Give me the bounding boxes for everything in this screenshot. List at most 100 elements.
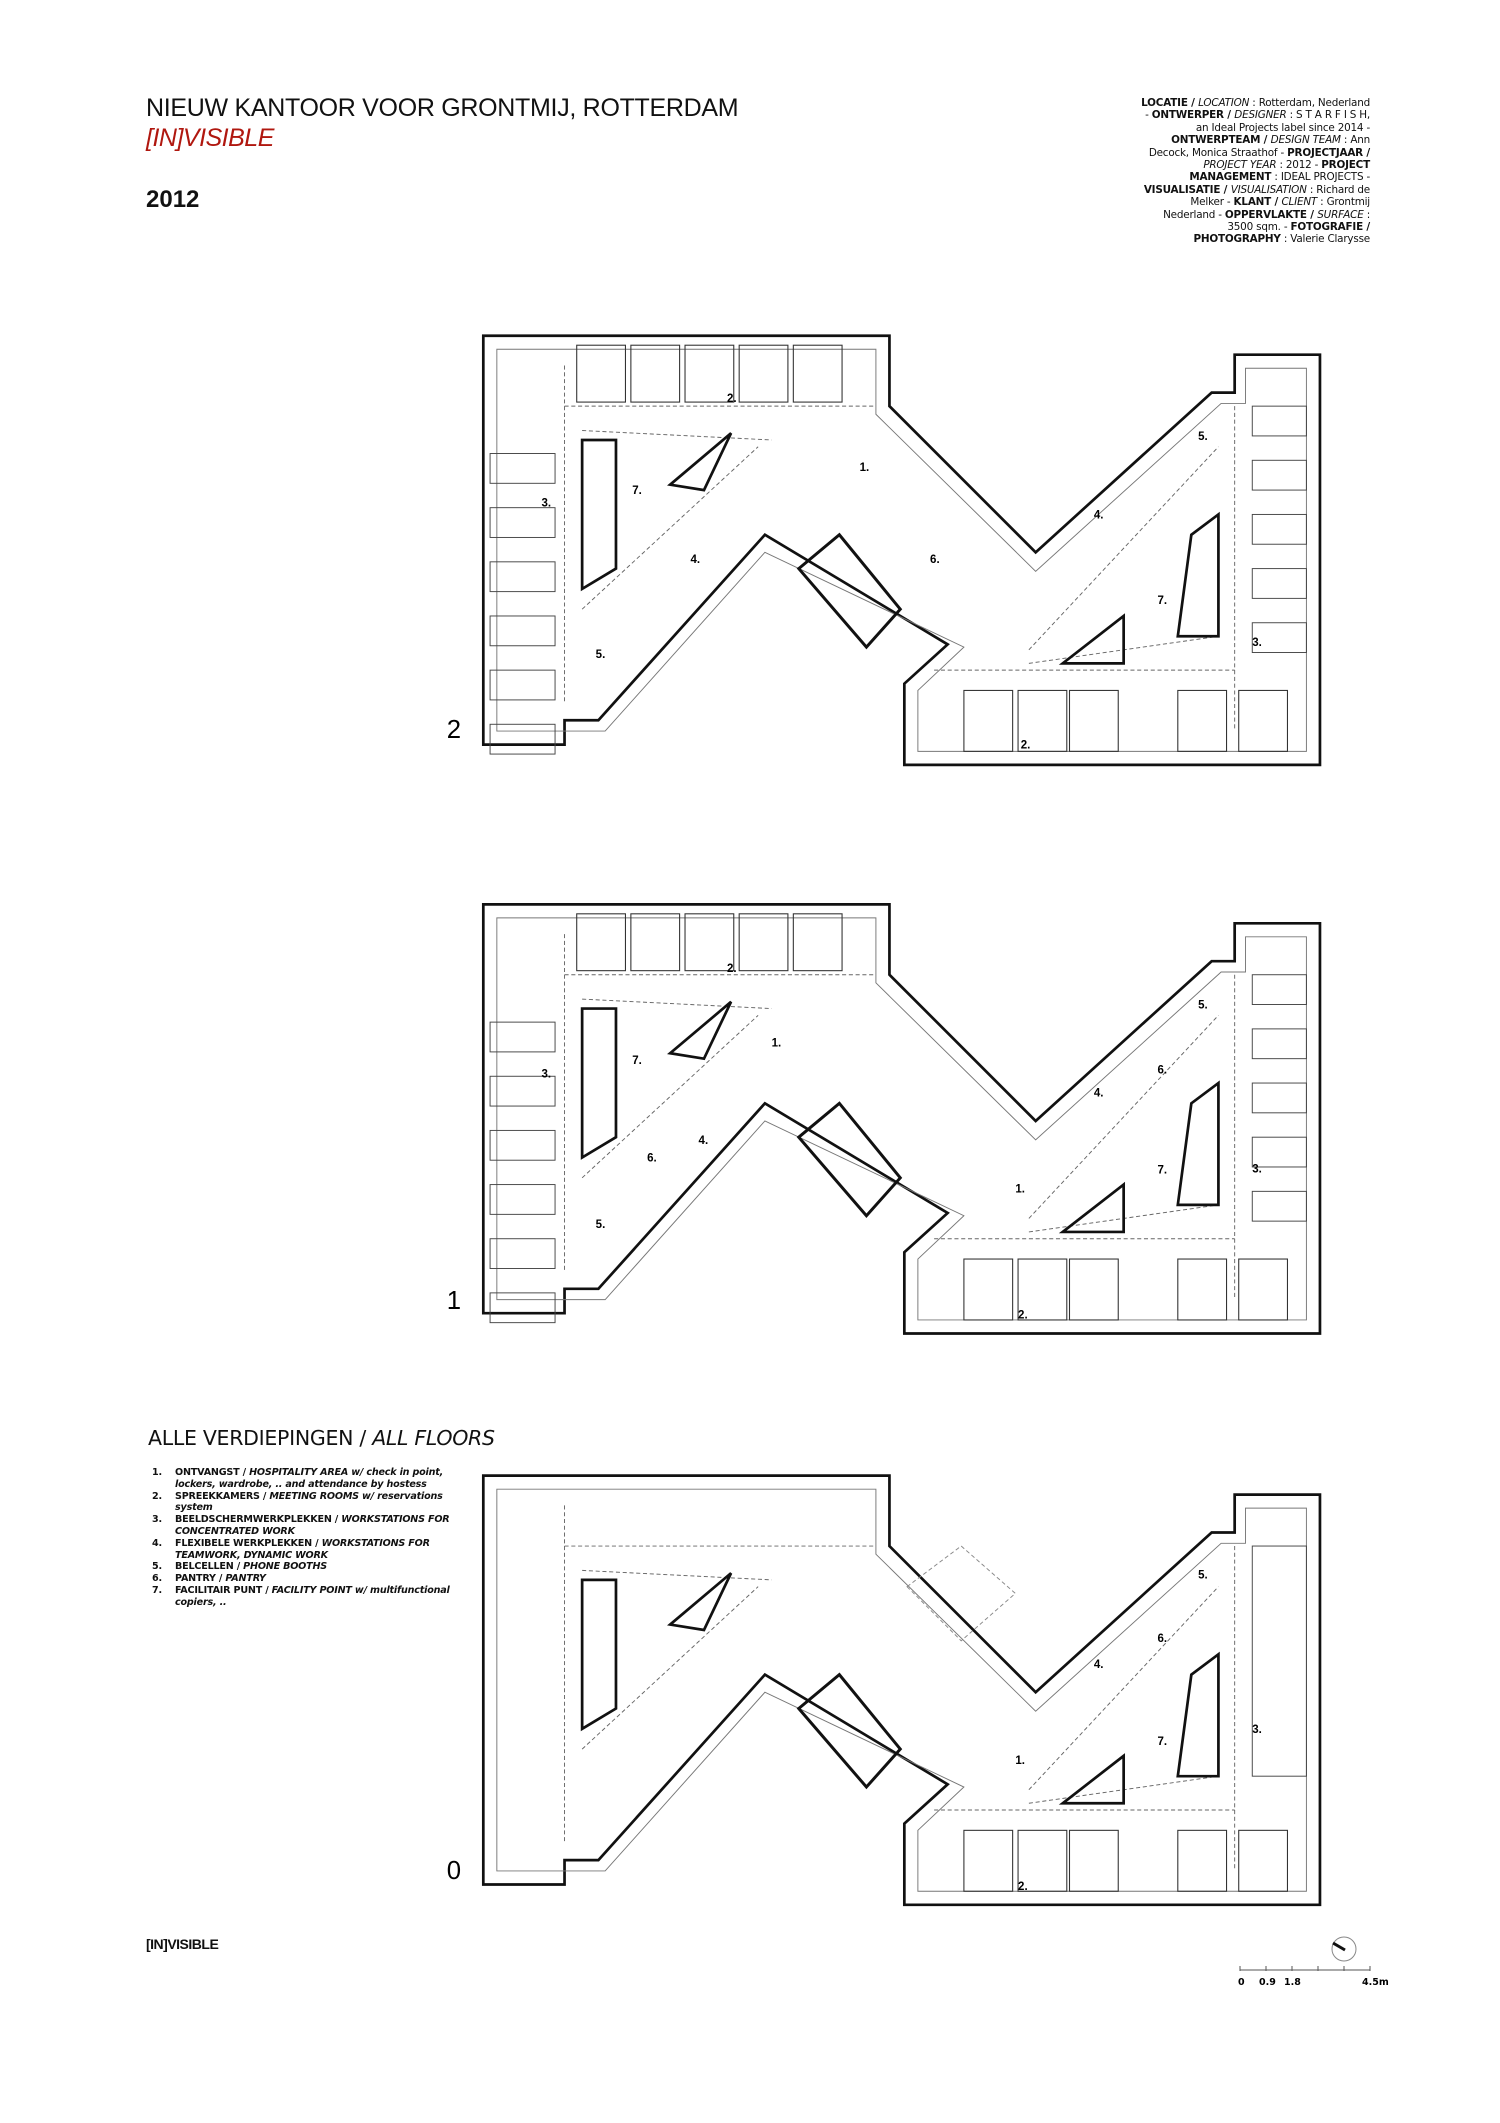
room-label: 2.	[1018, 1881, 1028, 1893]
room-label: 3.	[542, 497, 552, 509]
meeting-room	[630, 344, 681, 403]
meeting-room	[1238, 689, 1289, 752]
desk-block	[1251, 1190, 1307, 1222]
project-subtitle: [IN]VISIBLE	[146, 124, 274, 152]
room-label: 4.	[1094, 1088, 1104, 1100]
meeting-room	[1068, 1829, 1119, 1892]
building-outline	[481, 334, 1322, 767]
legend-en: HOSPITALITY AREA w/ check in point, lock…	[175, 1467, 444, 1490]
legend-title: ALLE VERDIEPINGEN / ALL FLOORS	[148, 1426, 495, 1450]
room-label: 7.	[632, 485, 642, 497]
desk-block	[1251, 622, 1307, 654]
legend-en: WORKSTATIONS FOR TEAMWORK, DYNAMIC WORK	[175, 1537, 430, 1561]
room-label: 5.	[596, 1219, 606, 1231]
corridor-line	[581, 446, 759, 610]
booth-block	[796, 1101, 903, 1218]
desk-block	[489, 453, 556, 484]
room-label: 1.	[772, 1037, 782, 1049]
compass-north-icon	[1331, 1936, 1357, 1962]
meeting-room	[1017, 1829, 1068, 1892]
meeting-room	[792, 344, 843, 403]
desk-block	[489, 1184, 556, 1215]
facility-wall	[667, 1572, 733, 1632]
credit-text: SURFACE	[1317, 208, 1364, 221]
legend-item: 2.SPREEKKAMERS / MEETING ROOMS w/ reserv…	[152, 1491, 452, 1515]
room-label: 6.	[647, 1153, 657, 1165]
legend-nl: BELCELLEN /	[175, 1561, 244, 1573]
room-label: 4.	[699, 1135, 709, 1147]
credit-text: VISUALISATION	[1230, 183, 1307, 196]
room-label: 3.	[542, 1069, 552, 1081]
stair-core	[580, 438, 618, 592]
desk-block	[1251, 513, 1307, 545]
legend-number: 7.	[152, 1584, 162, 1596]
legend-nl: BEELDSCHERMWERKPLEKKEN /	[175, 1514, 342, 1526]
stair-core	[580, 1007, 618, 1160]
legend-item: 5.BELCELLEN / PHONE BOOTHS	[152, 1561, 452, 1573]
legend-item: 1. ONTVANGST / HOSPITALITY AREA w/ check …	[152, 1467, 452, 1491]
desk-block	[1251, 1136, 1307, 1168]
room-label: 1.	[1015, 1184, 1025, 1196]
legend-item: 6.PANTRY / PANTRY	[152, 1573, 452, 1585]
desk-block	[1251, 974, 1307, 1005]
scale-tick-label: 1.8	[1284, 1977, 1301, 1988]
room-label: 5.	[1198, 431, 1208, 443]
room-label: 4.	[690, 554, 700, 566]
credit-text: : Rotterdam, Nederland -	[1145, 97, 1370, 122]
credit-text: LOCATIE /	[1141, 97, 1199, 109]
legend-number: 1.	[152, 1467, 162, 1478]
void-outline	[906, 1545, 1017, 1642]
legend-number: 6.	[152, 1573, 162, 1585]
legend-en: PHONE BOOTHS	[243, 1561, 328, 1573]
room-label: 6.	[1157, 1065, 1167, 1077]
room-label: 2.	[1018, 1310, 1028, 1322]
room-label: 3.	[1252, 1724, 1262, 1736]
stair-core	[1176, 1080, 1220, 1207]
room-label: 1.	[1015, 1755, 1025, 1767]
credit-text: LOCATION	[1198, 97, 1250, 109]
credit-text: DESIGN TEAM	[1270, 134, 1341, 147]
legend-number: 3.	[152, 1514, 162, 1526]
corridor-line	[582, 430, 772, 441]
credit-text: : 3500 sqm. -	[1227, 208, 1370, 234]
room-label: 4.	[1094, 1659, 1104, 1671]
footer-label: [IN]VISIBLE	[146, 1936, 219, 1952]
meeting-room	[792, 913, 843, 972]
legend-title-nl: ALLE VERDIEPINGEN /	[148, 1426, 373, 1450]
legend-item: 7. FACILITAIR PUNT / FACILITY POINT w/ mu…	[152, 1585, 452, 1609]
credit-text: : Richard de Melker -	[1190, 183, 1370, 209]
facade-inner-line	[496, 1488, 1307, 1892]
legend-nl: FLEXIBELE WERKPLEKKEN /	[175, 1537, 322, 1549]
legend-item: 4.FLEXIBELE WERKPLEKKEN / WORKSTATIONS F…	[152, 1538, 452, 1562]
meeting-room	[1017, 689, 1068, 752]
corridor-line	[1028, 1586, 1219, 1791]
credit-text: PROJECTJAAR /	[1287, 146, 1370, 159]
room-label: 3.	[1252, 1163, 1262, 1175]
credit-text: OPPERVLAKTE /	[1224, 208, 1318, 221]
credit-text: DESIGNER	[1234, 109, 1287, 122]
compass-needle	[1332, 1941, 1346, 1952]
desk-block	[1251, 405, 1307, 437]
meeting-room	[576, 344, 626, 403]
desk-zone	[1251, 1545, 1307, 1777]
legend-en: WORKSTATIONS FOR CONCENTRATED WORK	[175, 1514, 450, 1537]
room-label: 7.	[1157, 1736, 1167, 1748]
building-outline	[481, 1474, 1322, 1907]
desk-block	[489, 1238, 556, 1269]
legend-nl: FACILITAIR PUNT /	[175, 1584, 272, 1596]
scale-tick-label: 0.9	[1259, 1977, 1276, 1988]
legend-en: FACILITY POINT w/ multifunctional copier…	[175, 1584, 450, 1608]
corridor-line	[582, 998, 772, 1010]
room-label: 6.	[930, 554, 940, 566]
project-credits: LOCATIE / LOCATION : Rotterdam, Nederlan…	[1138, 97, 1370, 246]
legend-nl: ONTVANGST /	[175, 1467, 250, 1478]
scale-tick-label: 0	[1238, 1977, 1245, 1988]
scale-tick-label: 4.5m	[1362, 1977, 1389, 1988]
floor-number: 2	[447, 716, 461, 744]
legend-en: MEETING ROOMS w/ reservations system	[175, 1490, 443, 1514]
meeting-room	[684, 344, 735, 403]
room-label: 2.	[727, 393, 737, 405]
stair-core	[580, 1578, 618, 1732]
facility-wall	[667, 1000, 733, 1061]
